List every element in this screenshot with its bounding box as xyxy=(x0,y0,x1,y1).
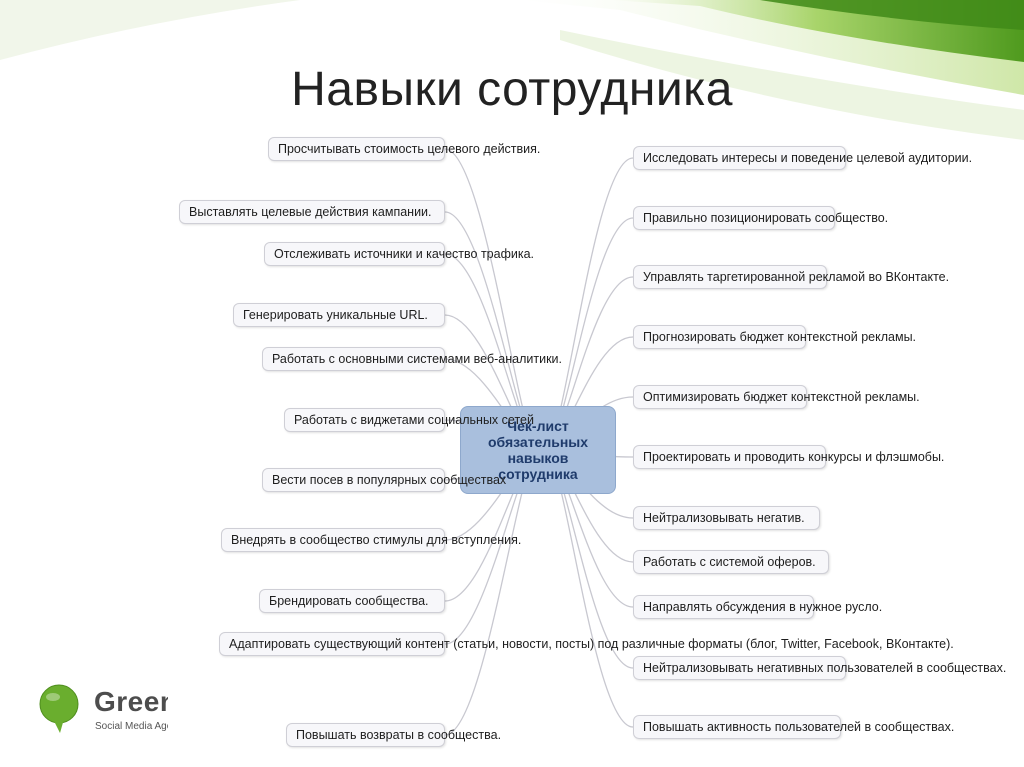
right-node-negativity: Нейтрализовывать негатив. xyxy=(633,506,820,530)
right-node-discussions: Направлять обсуждения в нужное русло. xyxy=(633,595,882,619)
right-node-audience: Исследовать интересы и поведение целевой… xyxy=(633,146,972,170)
left-node-returns: Повышать возвраты в сообщества. xyxy=(286,723,501,747)
right-node-budget-optimize: Оптимизировать бюджет контекстной реклам… xyxy=(633,385,920,409)
center-node: Чек-лист обязательных навыков сотрудника xyxy=(460,406,616,494)
right-node-contests: Проектировать и проводить конкурсы и флэ… xyxy=(633,445,944,469)
left-node-widgets: Работать с виджетами социальных сетей xyxy=(284,408,534,432)
left-connector xyxy=(444,148,539,451)
left-node-cost: Просчитывать стоимость целевого действия… xyxy=(268,137,540,161)
page-title: Навыки сотрудника xyxy=(291,63,733,116)
left-node-web-analytics: Работать с основными системами веб-анали… xyxy=(262,347,562,371)
right-node-offers: Работать с системой оферов. xyxy=(633,550,829,574)
logo-mask xyxy=(168,676,198,742)
right-node-budget-forecast: Прогнозировать бюджет контекстной реклам… xyxy=(633,325,916,349)
left-node-seeding: Вести посев в популярных сообществах xyxy=(262,468,506,492)
right-node-negative-users: Нейтрализовывать негативных пользователе… xyxy=(633,656,1006,680)
left-node-content-adaptation: Адаптировать существующий контент (стать… xyxy=(219,632,954,656)
left-node-branding: Брендировать сообщества. xyxy=(259,589,445,613)
left-node-traffic: Отслеживать источники и качество трафика… xyxy=(264,242,534,266)
left-node-urls: Генерировать уникальные URL. xyxy=(233,303,445,327)
left-node-stimuli: Внедрять в сообщество стимулы для вступл… xyxy=(221,528,521,552)
logo-subtitle: Social Media Agency xyxy=(95,721,170,732)
left-node-target-actions: Выставлять целевые действия кампании. xyxy=(179,200,445,224)
right-node-positioning: Правильно позиционировать сообщество. xyxy=(633,206,888,230)
green-logo: Green Social Media Agency xyxy=(38,683,170,735)
logo-name: Green xyxy=(94,686,170,717)
speech-bubble-leaf-icon xyxy=(39,684,79,733)
right-node-targeting: Управлять таргетированной рекламой во ВК… xyxy=(633,265,949,289)
right-node-activity: Повышать активность пользователей в сооб… xyxy=(633,715,954,739)
